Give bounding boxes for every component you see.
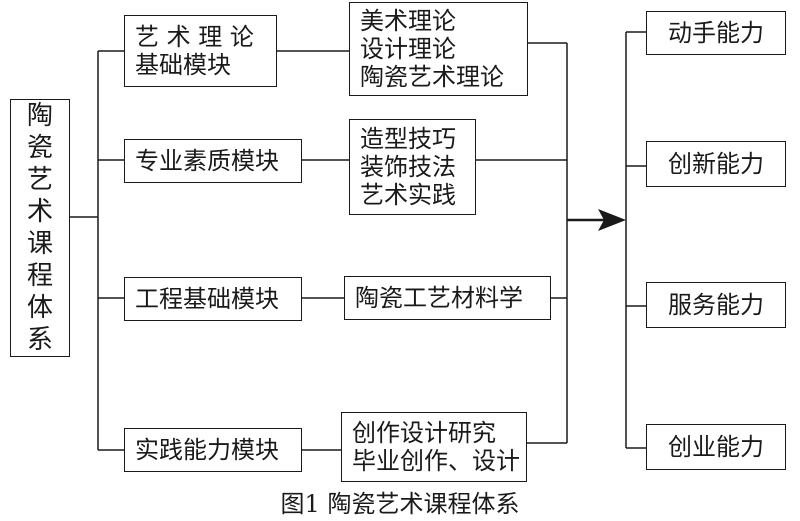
module-line: 专业素质模块 xyxy=(135,147,279,175)
content-line: 造型技巧 xyxy=(360,125,456,153)
ability-box-service: 服务能力 xyxy=(646,282,786,328)
module-box-art-theory: 艺 术 理 论 基础模块 xyxy=(124,15,277,87)
root-char: 系 xyxy=(26,325,53,355)
root-char: 课 xyxy=(26,229,53,259)
ability-box-hands-on: 动手能力 xyxy=(646,11,786,55)
ability-label: 服务能力 xyxy=(668,291,764,319)
root-char: 瓷 xyxy=(26,133,53,163)
module-box-engineering: 工程基础模块 xyxy=(124,277,302,321)
ability-label: 动手能力 xyxy=(668,19,764,47)
content-box-graduation: 创作设计研究 毕业创作、设计 xyxy=(341,412,527,482)
ability-label: 创业能力 xyxy=(668,433,764,461)
content-line: 美术理论 xyxy=(360,7,456,35)
content-line: 装饰技法 xyxy=(360,153,456,181)
arrow-head xyxy=(598,209,626,231)
root-char: 陶 xyxy=(26,101,53,131)
content-line: 毕业创作、设计 xyxy=(352,447,520,475)
ability-label: 创新能力 xyxy=(668,150,764,178)
figure-caption: 图1 陶瓷艺术课程体系 xyxy=(280,490,520,518)
module-box-practice: 实践能力模块 xyxy=(124,428,302,472)
root-box: 陶 瓷 艺 术 课 程 体 系 xyxy=(10,99,70,357)
module-line: 艺 术 理 论 xyxy=(135,23,254,51)
module-line: 实践能力模块 xyxy=(135,436,279,464)
content-box-skills: 造型技巧 装饰技法 艺术实践 xyxy=(349,119,476,215)
root-char: 术 xyxy=(26,197,53,227)
content-line: 创作设计研究 xyxy=(352,419,496,447)
root-char: 艺 xyxy=(26,165,53,195)
content-line: 设计理论 xyxy=(360,35,456,63)
ability-box-entrepreneurship: 创业能力 xyxy=(646,424,786,470)
content-box-materials: 陶瓷工艺材料学 xyxy=(344,276,551,320)
module-line: 基础模块 xyxy=(135,51,231,79)
module-line: 工程基础模块 xyxy=(135,285,279,313)
module-box-professional: 专业素质模块 xyxy=(124,139,302,183)
content-box-theory: 美术理论 设计理论 陶瓷艺术理论 xyxy=(349,2,528,96)
ability-box-innovation: 创新能力 xyxy=(646,141,786,187)
root-char: 程 xyxy=(26,261,53,291)
root-char: 体 xyxy=(26,293,53,323)
content-line: 陶瓷艺术理论 xyxy=(360,63,504,91)
content-line: 陶瓷工艺材料学 xyxy=(355,284,523,312)
content-line: 艺术实践 xyxy=(360,181,456,209)
